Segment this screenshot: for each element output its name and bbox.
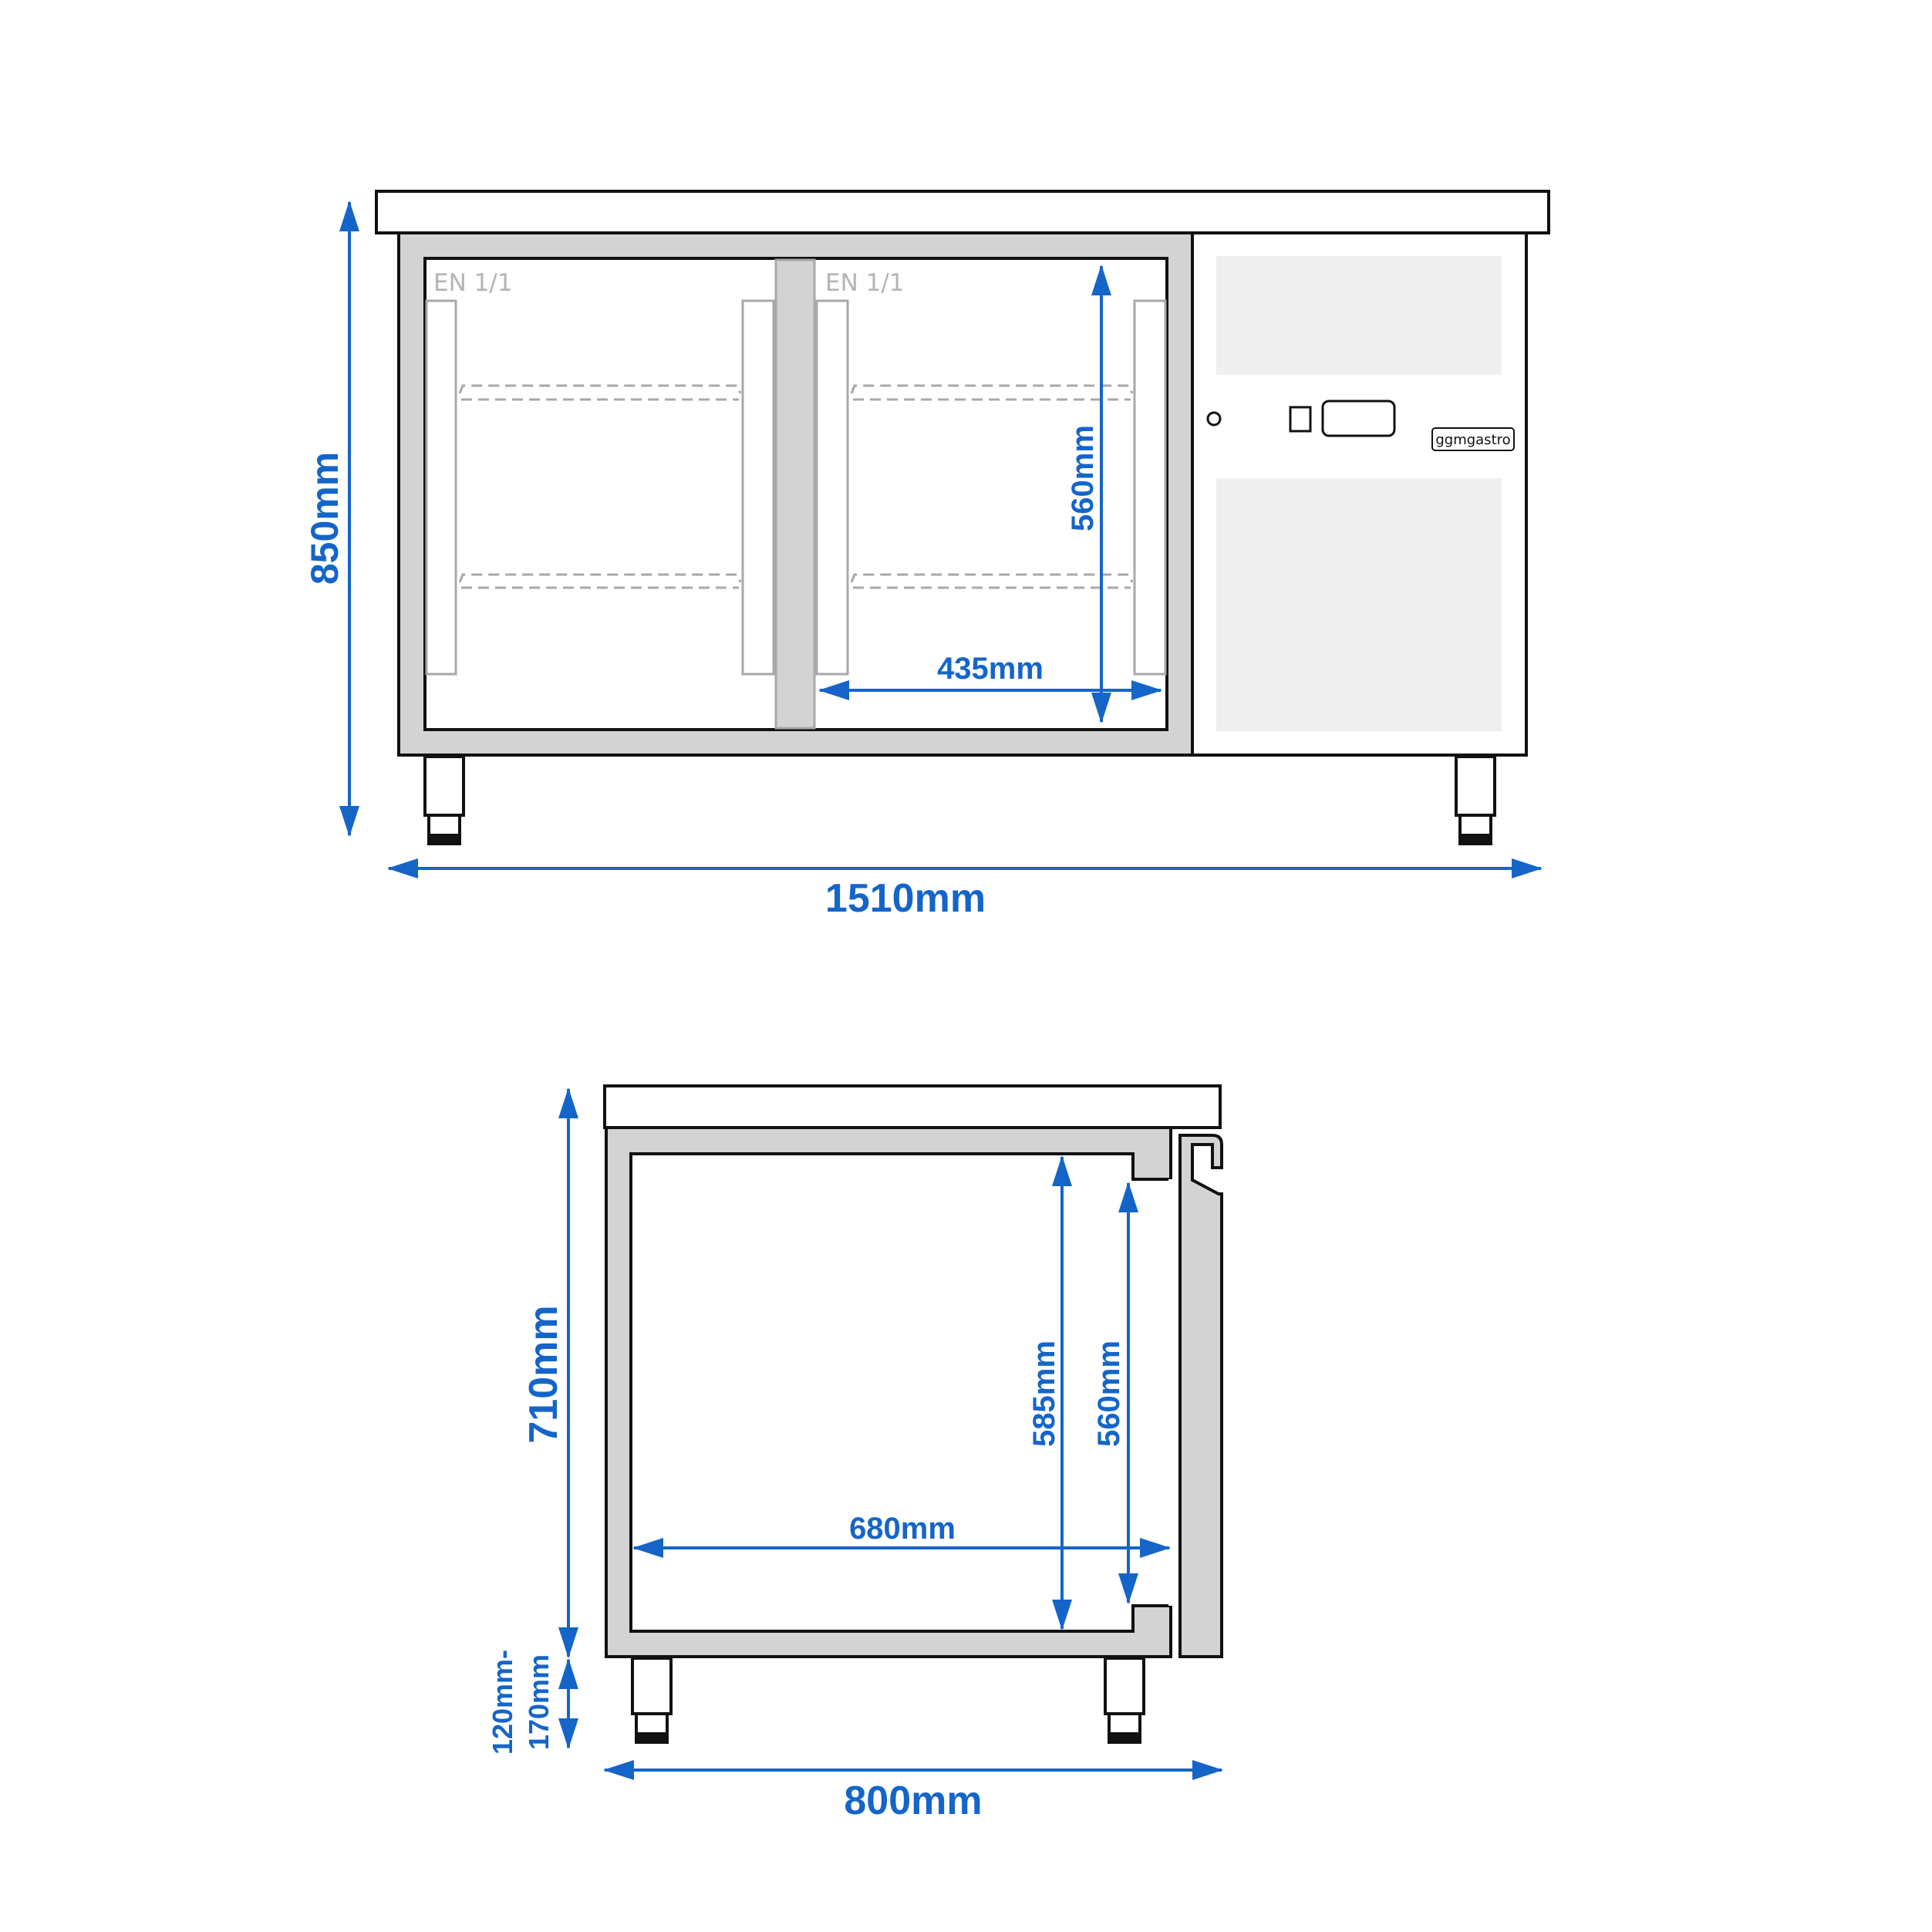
interior-width-435-label: 435mm [937,652,1044,686]
front-feet [423,755,1496,845]
width-1510-label: 1510mm [825,876,986,921]
front-view: EN 1/1 EN 1/1 ggmgastro 850mm 1510mm 560… [303,190,1550,921]
leg-height-label-line2: 170mm [523,1654,555,1750]
temperature-display [1321,400,1396,437]
side-view: 710mm 120mm- 170mm 585mm 560mm 680mm 800… [487,1084,1223,1823]
vent-panel-top [1216,256,1502,375]
gn-label-right: EN 1/1 [825,269,905,297]
door-mullion [774,258,816,730]
interior-height-560-label: 560mm [1066,425,1100,531]
height-850-label: 850mm [303,452,346,585]
vent-panel-bottom [1216,478,1502,731]
power-switch[interactable] [1289,406,1312,433]
interior-depth-680-label: 680mm [849,1512,956,1546]
brand-badge [1431,427,1515,451]
leg-height-label-line1: 120mm- [487,1650,518,1755]
depth-800-label: 800mm [844,1779,982,1823]
door-height-560-label: 560mm [1092,1340,1126,1447]
front-dimension-lines [339,201,1543,878]
front-countertop [375,190,1550,234]
interior-height-585-label: 585mm [1027,1340,1061,1447]
side-door-panel [1178,1134,1223,1658]
side-countertop [603,1084,1222,1129]
side-dimension-lines [558,1087,1223,1780]
side-interior [629,1152,1172,1633]
lock-icon [1206,411,1222,427]
shelf-lines [458,384,1134,589]
body-height-710-label: 710mm [521,1305,566,1443]
side-feet [631,1657,1145,1744]
gn-label-left: EN 1/1 [433,269,513,297]
shelf-rails [425,299,1167,676]
brand-label: ggmgastro [1435,432,1510,448]
